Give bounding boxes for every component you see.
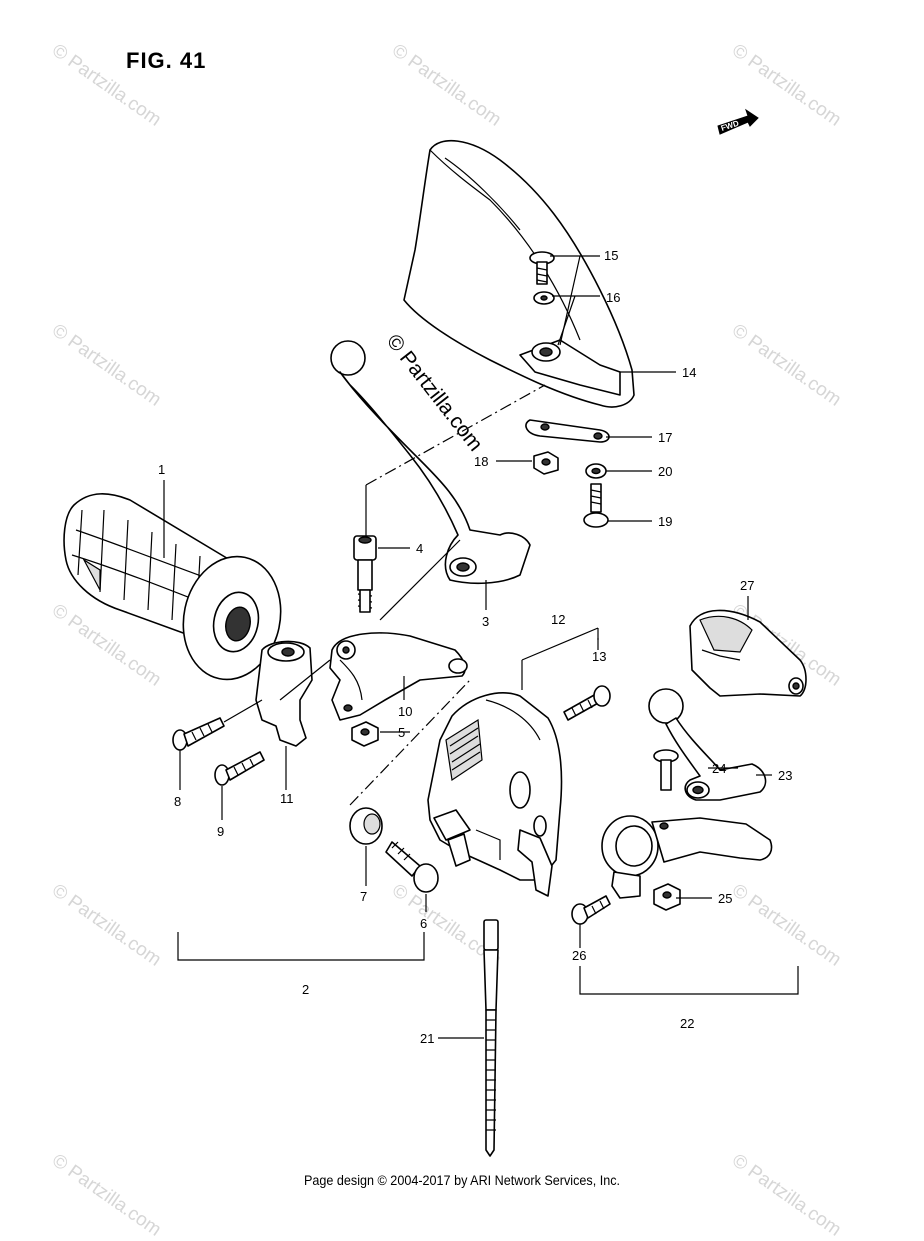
strap-21	[483, 919, 499, 1157]
callout-11: 11	[280, 791, 294, 806]
clamp-holder-22	[601, 815, 773, 899]
callout-23: 23	[778, 768, 792, 783]
cover-27	[689, 609, 807, 697]
holder-10	[329, 632, 468, 721]
bolt-19	[583, 483, 609, 528]
grip-1	[63, 493, 282, 681]
callout-26: 26	[572, 948, 586, 963]
bolt-6	[385, 841, 439, 893]
callout-16: 16	[606, 290, 620, 305]
nut-25	[653, 883, 681, 911]
callout-10: 10	[398, 704, 412, 719]
callout-1: 1	[158, 462, 165, 477]
callout-20: 20	[658, 464, 672, 479]
lever-23	[648, 688, 767, 801]
callout-7: 7	[360, 889, 367, 904]
callout-3: 3	[482, 614, 489, 629]
pivot-bolt-4	[353, 535, 377, 613]
callout-17: 17	[658, 430, 672, 445]
figure-title: FIG. 41	[126, 48, 207, 73]
exploded-view: FWD	[63, 108, 807, 1157]
switch-housing-12	[427, 692, 563, 897]
callout-14: 14	[682, 365, 696, 380]
bolt-15	[529, 251, 555, 285]
callout-8: 8	[174, 794, 181, 809]
bracket-11	[255, 640, 313, 747]
callout-12: 12	[551, 612, 565, 627]
callout-13: 13	[592, 649, 606, 664]
callout-27: 27	[740, 578, 754, 593]
plate-17	[525, 419, 610, 443]
forward-arrow-icon: FWD	[717, 108, 759, 135]
nut-5	[351, 721, 379, 747]
callout-5: 5	[398, 725, 405, 740]
screw-8	[172, 717, 225, 751]
lever-3	[330, 340, 531, 585]
callout-21: 21	[420, 1031, 434, 1046]
callout-24: 24	[712, 761, 726, 776]
footer-copyright: Page design © 2004-2017 by ARI Network S…	[303, 1172, 621, 1188]
callout-19: 19	[658, 514, 672, 529]
pin-24	[653, 749, 679, 791]
screw-26	[571, 895, 611, 925]
callout-6: 6	[420, 916, 427, 931]
nut-18	[533, 451, 559, 475]
callout-9: 9	[217, 824, 224, 839]
callout-25: 25	[718, 891, 732, 906]
callout-15: 15	[604, 248, 618, 263]
callout-22: 22	[680, 1016, 694, 1031]
svg-text:FWD: FWD	[720, 119, 740, 133]
callout-2: 2	[302, 982, 309, 997]
screw-9	[214, 751, 265, 786]
screw-13	[563, 685, 611, 721]
callout-4: 4	[416, 541, 423, 556]
hand-guard	[403, 139, 635, 408]
parts-diagram: © Partzilla.com © Partzilla.com © Partzi…	[48, 40, 845, 1241]
callout-18: 18	[474, 454, 488, 469]
collar-7	[349, 807, 383, 845]
